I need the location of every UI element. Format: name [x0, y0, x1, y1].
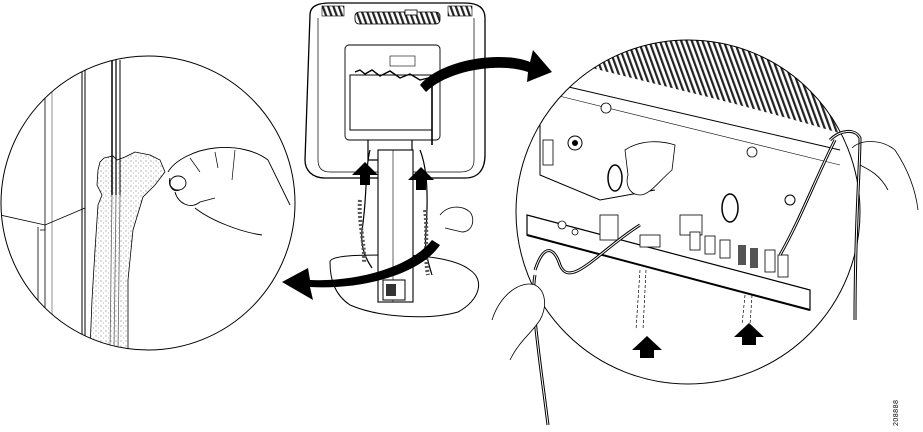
connector	[689, 231, 701, 251]
jack	[557, 220, 567, 230]
guide-line	[635, 269, 641, 331]
zip-tie	[721, 193, 739, 223]
cable-loose-end	[829, 131, 861, 321]
connector	[704, 235, 716, 255]
connector	[599, 214, 619, 241]
hand	[624, 141, 676, 196]
curved-arrow-icon	[420, 50, 552, 92]
hand-right	[851, 141, 919, 211]
cable-bundle	[109, 194, 113, 350]
connector	[750, 248, 758, 268]
guide-line	[749, 294, 753, 326]
top-vent	[354, 11, 441, 25]
stand	[329, 149, 480, 318]
hand	[167, 147, 291, 236]
arrow-up-icon	[352, 162, 378, 185]
cable-bundle	[113, 194, 117, 350]
left-detail-circle	[0, 55, 296, 351]
jack	[571, 228, 579, 236]
curved-arrow-icon	[282, 240, 440, 300]
top-tab	[404, 9, 418, 16]
arrow-up-icon	[632, 336, 662, 358]
connector-panel	[349, 74, 433, 131]
label-plate	[389, 55, 416, 67]
vga-connector	[639, 234, 661, 248]
connector	[764, 249, 776, 273]
stand-collar	[1, 207, 86, 226]
cable-clip-mount	[572, 140, 578, 146]
connectors	[354, 69, 429, 81]
thumb	[169, 175, 187, 191]
connector	[719, 239, 731, 259]
guide-line	[642, 269, 647, 331]
guide-line	[741, 294, 746, 326]
cable-sleeve	[89, 151, 166, 350]
power-socket	[386, 284, 396, 296]
cable-clip-mount	[784, 194, 796, 206]
finger-lines	[189, 149, 236, 181]
right-detail-border	[515, 39, 861, 385]
monitor-rear	[304, 2, 486, 179]
bay-wall	[539, 125, 656, 201]
side-vent-right	[447, 5, 473, 17]
left-detail-border	[0, 55, 296, 351]
right-detail-circle	[491, 39, 919, 426]
arrow-up-icon	[408, 167, 434, 190]
hand-left	[491, 283, 545, 361]
screw-hole	[746, 146, 758, 158]
small-hand	[439, 206, 474, 233]
stand-collar	[40, 225, 46, 231]
cable-bundle	[117, 194, 121, 350]
cable	[534, 224, 641, 274]
screw-hole	[600, 102, 612, 114]
housing-edge	[559, 84, 841, 151]
figure-id: 208888	[893, 399, 900, 426]
connector	[777, 254, 789, 278]
circuit-board-edge	[526, 234, 811, 311]
cable-sleeve-left	[357, 199, 367, 263]
switch	[542, 139, 554, 166]
zip-tie	[607, 164, 623, 192]
cable-bundle	[779, 139, 836, 256]
arrow-up-icon	[734, 323, 764, 345]
connector	[738, 245, 746, 265]
side-vent-left	[321, 5, 345, 17]
cable-sleeve-right	[423, 209, 430, 276]
vent-grille	[560, 40, 860, 150]
